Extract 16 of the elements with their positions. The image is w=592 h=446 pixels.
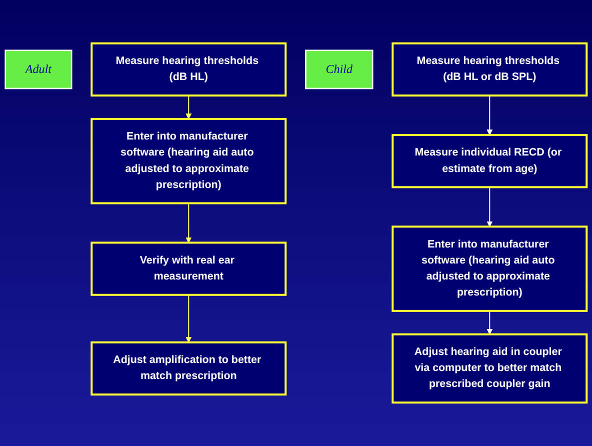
node-box: Enter into manufacturer software (hearing aid auto adjusted to approximate prescription) (392, 226, 588, 312)
arrow (486, 310, 493, 335)
node-box: Measure hearing thresholds (dB HL) (90, 42, 287, 97)
node-box: Verify with real ear measurement (90, 242, 287, 296)
arrow (486, 96, 493, 136)
arrow (186, 203, 192, 243)
node-box: Enter into manufacturer software (hearing aid auto adjusted to approximate prescription) (90, 118, 287, 204)
node-box: Measure hearing thresholds (dB HL or dB SPL) (392, 42, 588, 97)
arrow (186, 294, 192, 343)
node-box: Child (305, 50, 374, 90)
arrow (486, 187, 493, 227)
node-box: Adjust hearing aid in coupler via computer to better match prescribed coupler gain (392, 333, 588, 404)
arrow (186, 96, 192, 120)
node-box: Adult (4, 50, 72, 90)
node-box: Adjust amplification to better match prescription (90, 341, 287, 396)
node-box: Measure individual RECD (or estimate from age) (392, 134, 588, 188)
